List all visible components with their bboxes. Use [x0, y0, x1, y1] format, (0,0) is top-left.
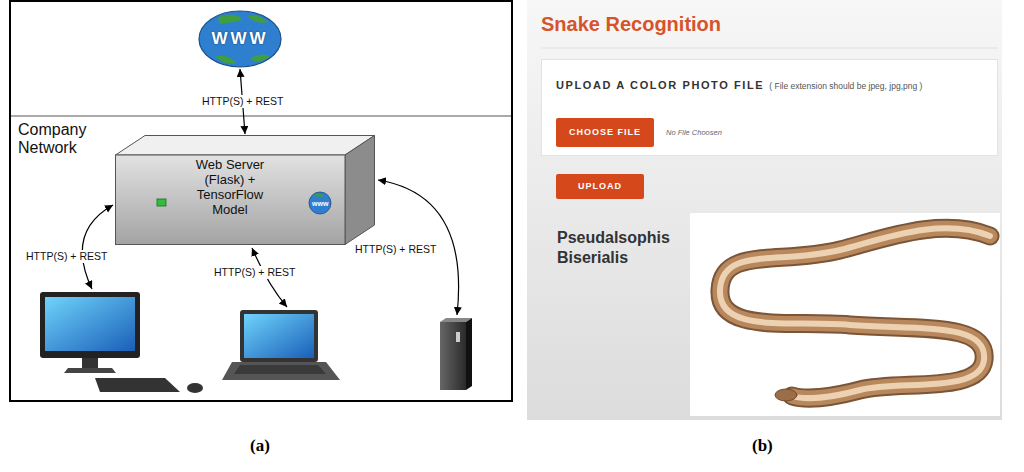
- region-label: Company Network: [18, 121, 113, 157]
- button-text: UPLOAD: [578, 181, 622, 192]
- app-background: [527, 0, 1002, 420]
- tower-side: [466, 318, 472, 390]
- panel-caption: (a): [250, 436, 270, 456]
- laptop-screen: [244, 314, 314, 358]
- monitor-screen: [45, 297, 135, 351]
- server-text: Web Server (Flask) + TensorFlow Model: [184, 157, 276, 217]
- tower-front: [440, 322, 466, 390]
- link-label: HTTP(S) + REST: [212, 266, 297, 279]
- globe-land: [218, 15, 242, 24]
- globe-land: [248, 15, 268, 22]
- laptop-lid: [240, 310, 318, 362]
- globe-land: [250, 55, 270, 62]
- server-front: [116, 155, 346, 245]
- monitor-base: [64, 368, 116, 373]
- snake-head: [775, 389, 797, 401]
- laptop-computer: [222, 310, 340, 380]
- server-led: [157, 199, 166, 206]
- internet-globe: WWW: [198, 10, 282, 68]
- link-label: HTTP(S) + REST: [24, 250, 109, 263]
- network-divider: [11, 116, 511, 117]
- snake-photo: [720, 228, 990, 401]
- panel-frame: [10, 1, 512, 401]
- link-label: HTTP(S) + REST: [353, 243, 438, 256]
- heading-rule: [541, 48, 998, 49]
- snake-body: [720, 228, 990, 398]
- upload-card: UPLOAD A COLOR PHOTO FILE ( File extensio…: [541, 59, 998, 156]
- snake-stripe: [720, 228, 990, 398]
- species-name: Pseudalsophis Biserialis: [557, 228, 685, 268]
- choose-file-button: CHOOSE FILE: [556, 118, 654, 147]
- mouse: [187, 383, 203, 393]
- globe-sphere: [199, 11, 281, 67]
- card-heading-row: UPLOAD A COLOR PHOTO FILE ( File extensio…: [556, 75, 922, 93]
- globe-text: WWW: [198, 10, 282, 68]
- upload-button: UPLOAD: [556, 174, 644, 199]
- panel-caption: (b): [752, 436, 773, 456]
- file-status: No File Choosen: [666, 128, 722, 137]
- web-server: Web Server (Flask) + TensorFlow Model: [115, 135, 375, 245]
- monitor-frame: [40, 292, 140, 358]
- page-heading: Snake Recognition: [541, 12, 721, 36]
- tower-light: [456, 332, 460, 342]
- tower-device: [440, 318, 472, 390]
- card-heading: UPLOAD A COLOR PHOTO FILE: [556, 79, 764, 91]
- globe-land: [216, 55, 236, 63]
- server-globe-icon: [309, 192, 331, 214]
- keyboard: [95, 378, 180, 392]
- server-top: [116, 136, 375, 156]
- device-link: [82, 205, 113, 289]
- server-side: [345, 136, 375, 245]
- laptop-base: [222, 362, 340, 380]
- monitor-stand: [82, 358, 98, 368]
- connector-label: HTTP(S) + REST: [199, 95, 286, 108]
- desktop-computer: [40, 292, 203, 393]
- snake-outline: [720, 228, 990, 398]
- laptop-keys: [234, 365, 326, 374]
- button-text: CHOOSE FILE: [569, 127, 641, 138]
- card-hint: ( File extension should be jpeg, jpg,png…: [769, 81, 922, 91]
- photo-frame: [690, 213, 1000, 416]
- server-globe-land: [313, 194, 325, 197]
- server-label-area: Web Server (Flask) + TensorFlow Model: [115, 157, 345, 217]
- icon-label: www: [312, 200, 328, 208]
